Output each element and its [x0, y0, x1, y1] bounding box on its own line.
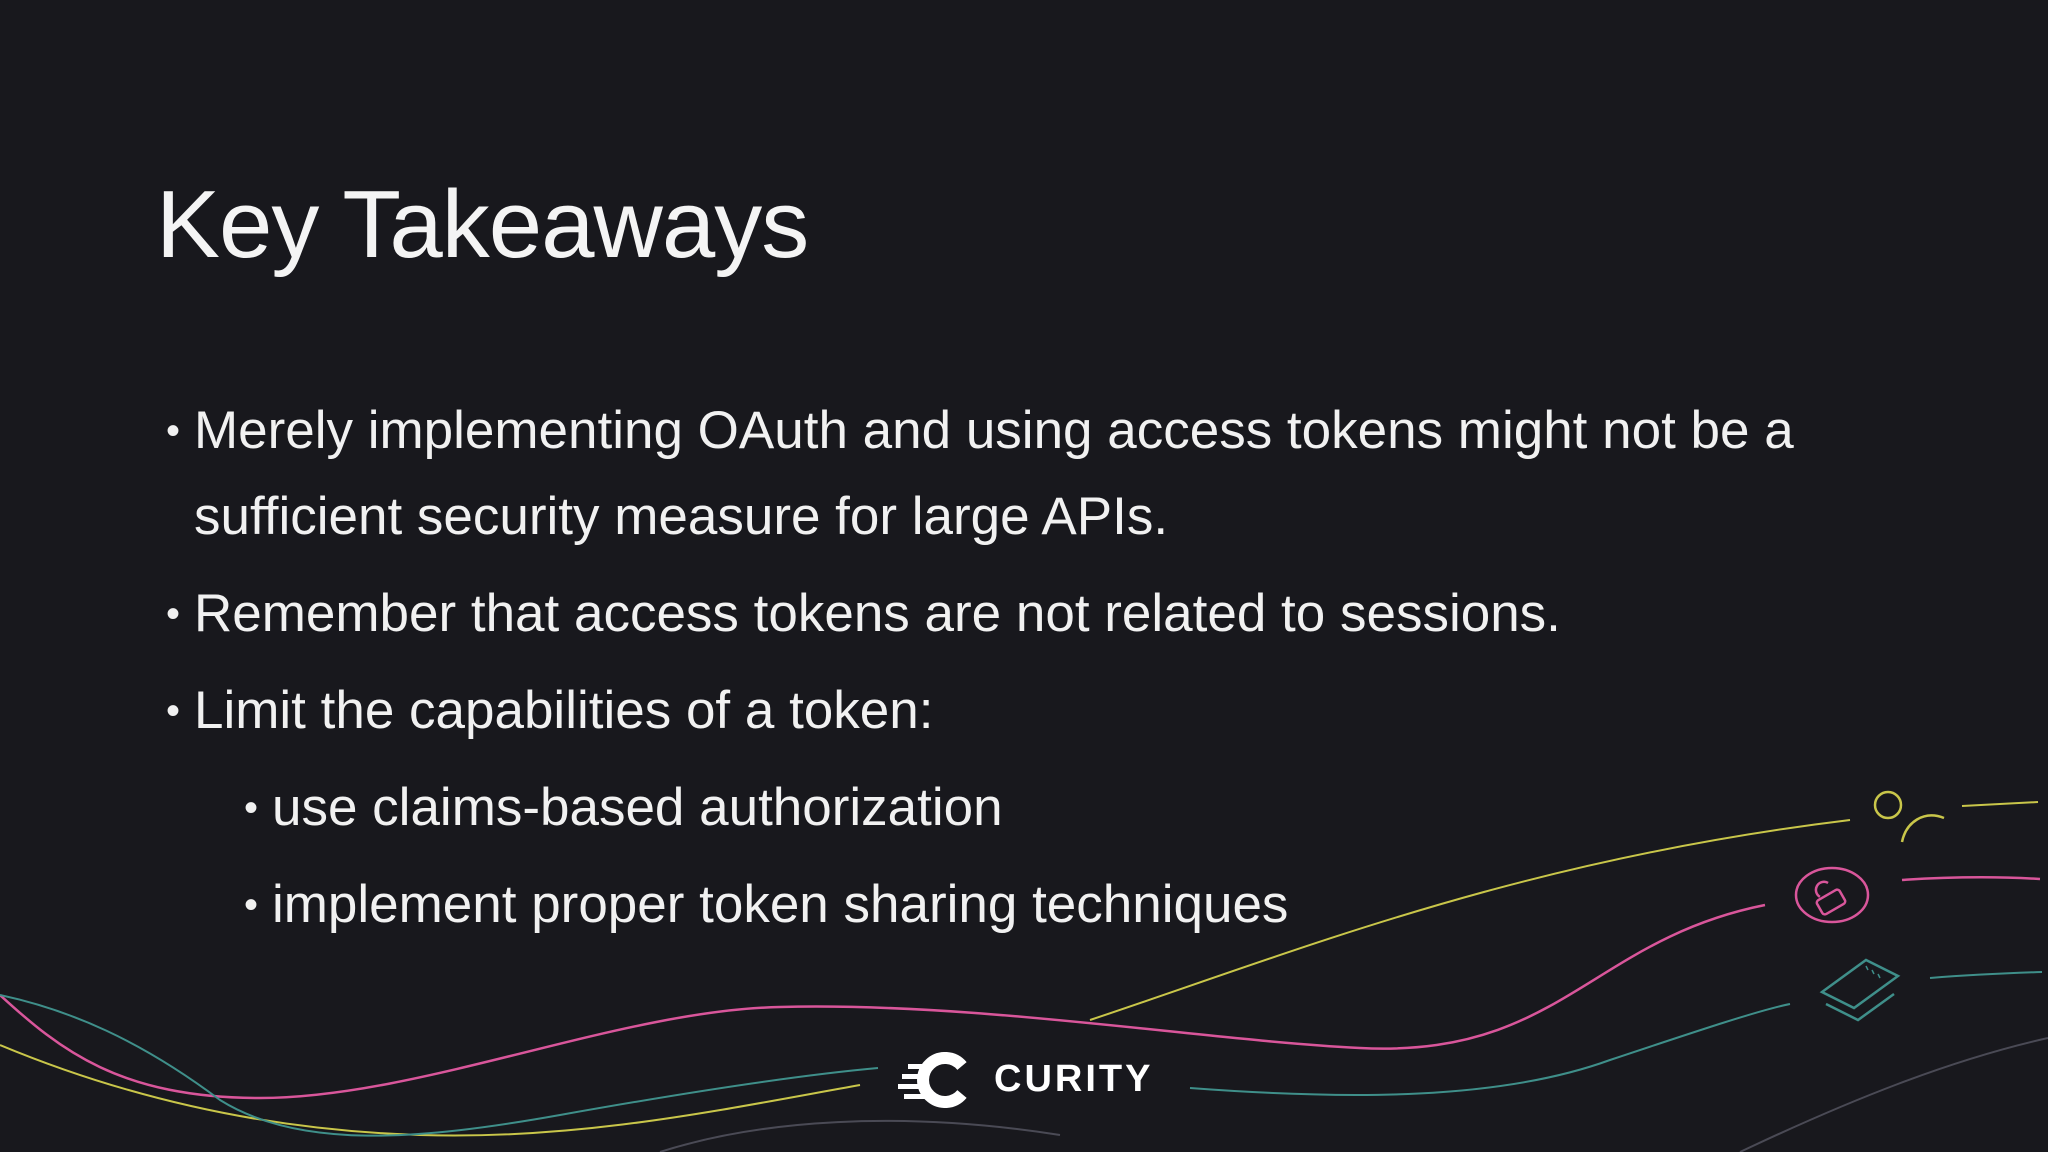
slide-title: Key Takeaways	[156, 171, 809, 278]
bullet-list: • Merely implementing OAuth and using ac…	[166, 388, 1806, 959]
bullet-text: Remember that access tokens are not rela…	[194, 584, 1561, 643]
sub-bullet-item: • use claims-based authorization	[244, 765, 1806, 851]
curity-logo-icon	[898, 1052, 967, 1108]
bullet-item: • Remember that access tokens are not re…	[166, 571, 1806, 657]
logo-wordmark: CURITY	[994, 1058, 1154, 1100]
bullet-text: Merely implementing OAuth and using acce…	[194, 401, 1794, 546]
bullet-marker: •	[166, 592, 181, 636]
bullet-marker: •	[244, 883, 259, 927]
bullet-marker: •	[166, 689, 181, 733]
bullet-item: • Merely implementing OAuth and using ac…	[166, 388, 1806, 560]
curity-logo: CURITY	[898, 1052, 1160, 1108]
bullet-text: implement proper token sharing technique…	[272, 875, 1289, 934]
bullet-marker: •	[166, 409, 181, 453]
ticket-icon	[1819, 958, 1901, 1022]
sub-bullet-item: • implement proper token sharing techniq…	[244, 862, 1806, 948]
users-icon	[1873, 790, 1945, 843]
bullet-text: Limit the capabilities of a token:	[194, 681, 934, 740]
lock-icon	[1794, 866, 1870, 924]
bullet-text: use claims-based authorization	[272, 778, 1003, 837]
bullet-marker: •	[244, 786, 259, 830]
bullet-item: • Limit the capabilities of a token:	[166, 668, 1806, 754]
